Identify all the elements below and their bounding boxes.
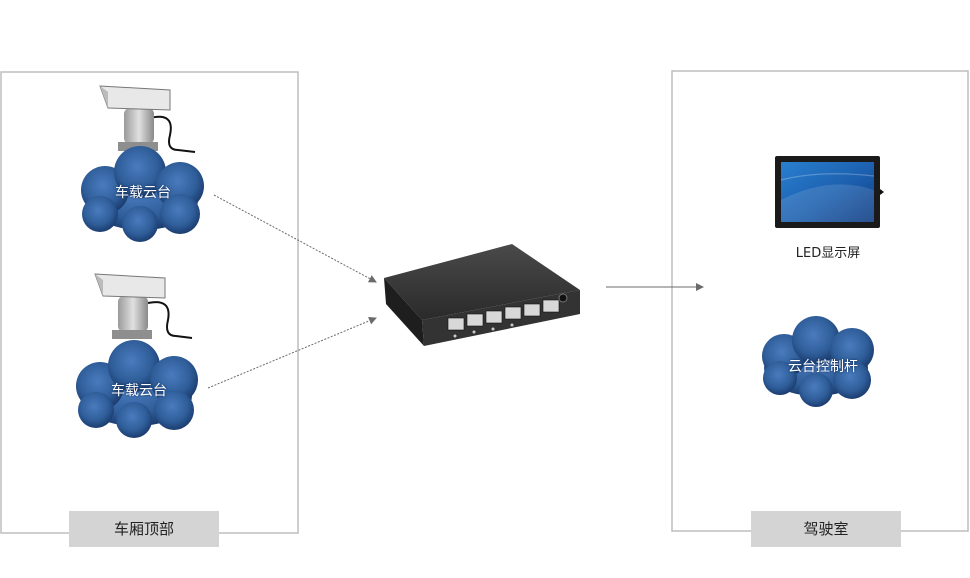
ptz-camera-2 — [94, 273, 193, 339]
ptz-camera-1 — [99, 85, 196, 153]
right-zone-box — [671, 70, 969, 532]
cloud-1 — [81, 146, 204, 242]
cloud-2 — [76, 340, 198, 438]
display-label: LED显示屏 — [795, 246, 861, 261]
arrow-camera-2-to-switch — [207, 317, 377, 389]
camera-2-label: 车载云台 — [111, 383, 167, 399]
left-zone-label: 车厢顶部 — [69, 511, 219, 547]
arrow-camera-1-to-switch — [213, 194, 377, 283]
network-switch — [384, 244, 580, 346]
right-zone-label: 驾驶室 — [751, 511, 901, 547]
led-display-monitor — [775, 156, 884, 228]
cloud-joystick — [762, 316, 874, 407]
camera-1-label: 车载云台 — [115, 185, 171, 201]
joystick-label: 云台控制杆 — [788, 359, 858, 375]
